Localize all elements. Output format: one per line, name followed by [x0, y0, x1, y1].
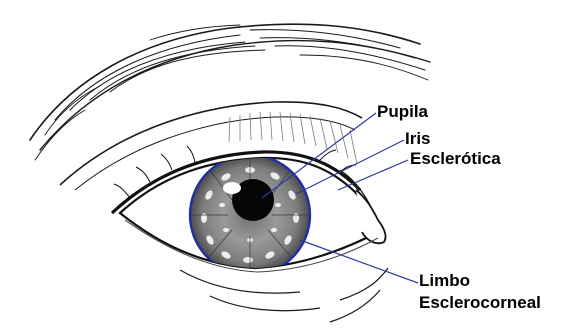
lower-eyelid-contours — [180, 268, 388, 322]
label-pupila: Pupila — [377, 103, 428, 121]
leader-line-esclerotica — [338, 160, 408, 190]
pupil-highlight — [223, 182, 241, 194]
label-limbo-line2: Esclerocorneal — [419, 294, 541, 312]
label-limbo-line1: Limbo — [419, 272, 470, 290]
leader-line-limbo — [300, 240, 418, 283]
label-esclerotica: Esclerótica — [410, 150, 501, 168]
eyebrow — [30, 24, 430, 160]
eyelid-shading — [229, 112, 357, 164]
label-iris: Iris — [405, 130, 431, 148]
